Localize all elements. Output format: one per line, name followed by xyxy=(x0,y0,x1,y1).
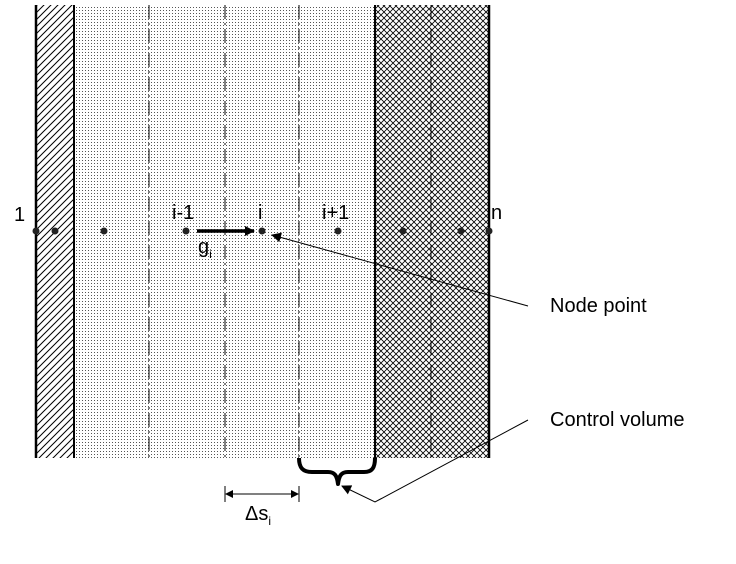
crosshatched-layer xyxy=(375,5,489,458)
control-volume-callout: Control volume xyxy=(550,409,685,431)
flux-label: gi xyxy=(198,236,212,261)
node-point-callout: Node point xyxy=(550,295,647,317)
node-label-1: 1 xyxy=(14,204,25,226)
spacing-subscript: i xyxy=(268,514,271,528)
node-point xyxy=(32,227,40,235)
node-point xyxy=(51,227,59,235)
node-point xyxy=(457,227,465,235)
node-points xyxy=(32,227,493,235)
spacing-label: Δsi xyxy=(245,503,271,528)
node-label-n: n xyxy=(491,202,502,224)
node-point xyxy=(182,227,190,235)
node-label-i-plus-1: i+1 xyxy=(322,202,349,224)
node-point xyxy=(485,227,493,235)
control-volume-brace-icon xyxy=(297,457,377,486)
node-label-i-minus-1: i-1 xyxy=(172,202,194,224)
node-label-i: i xyxy=(258,202,262,224)
node-point xyxy=(399,227,407,235)
dimension-arrow-left-icon xyxy=(225,490,233,498)
node-point xyxy=(334,227,342,235)
node-point xyxy=(100,227,108,235)
control-volume-leader-line xyxy=(341,419,529,503)
flux-subscript: i xyxy=(209,247,212,261)
flux-symbol: g xyxy=(198,236,209,258)
spacing-symbol: Δs xyxy=(245,503,268,525)
node-point xyxy=(258,227,266,235)
dimension-arrow-right-icon xyxy=(291,490,299,498)
node-point-leader-line xyxy=(271,232,529,307)
